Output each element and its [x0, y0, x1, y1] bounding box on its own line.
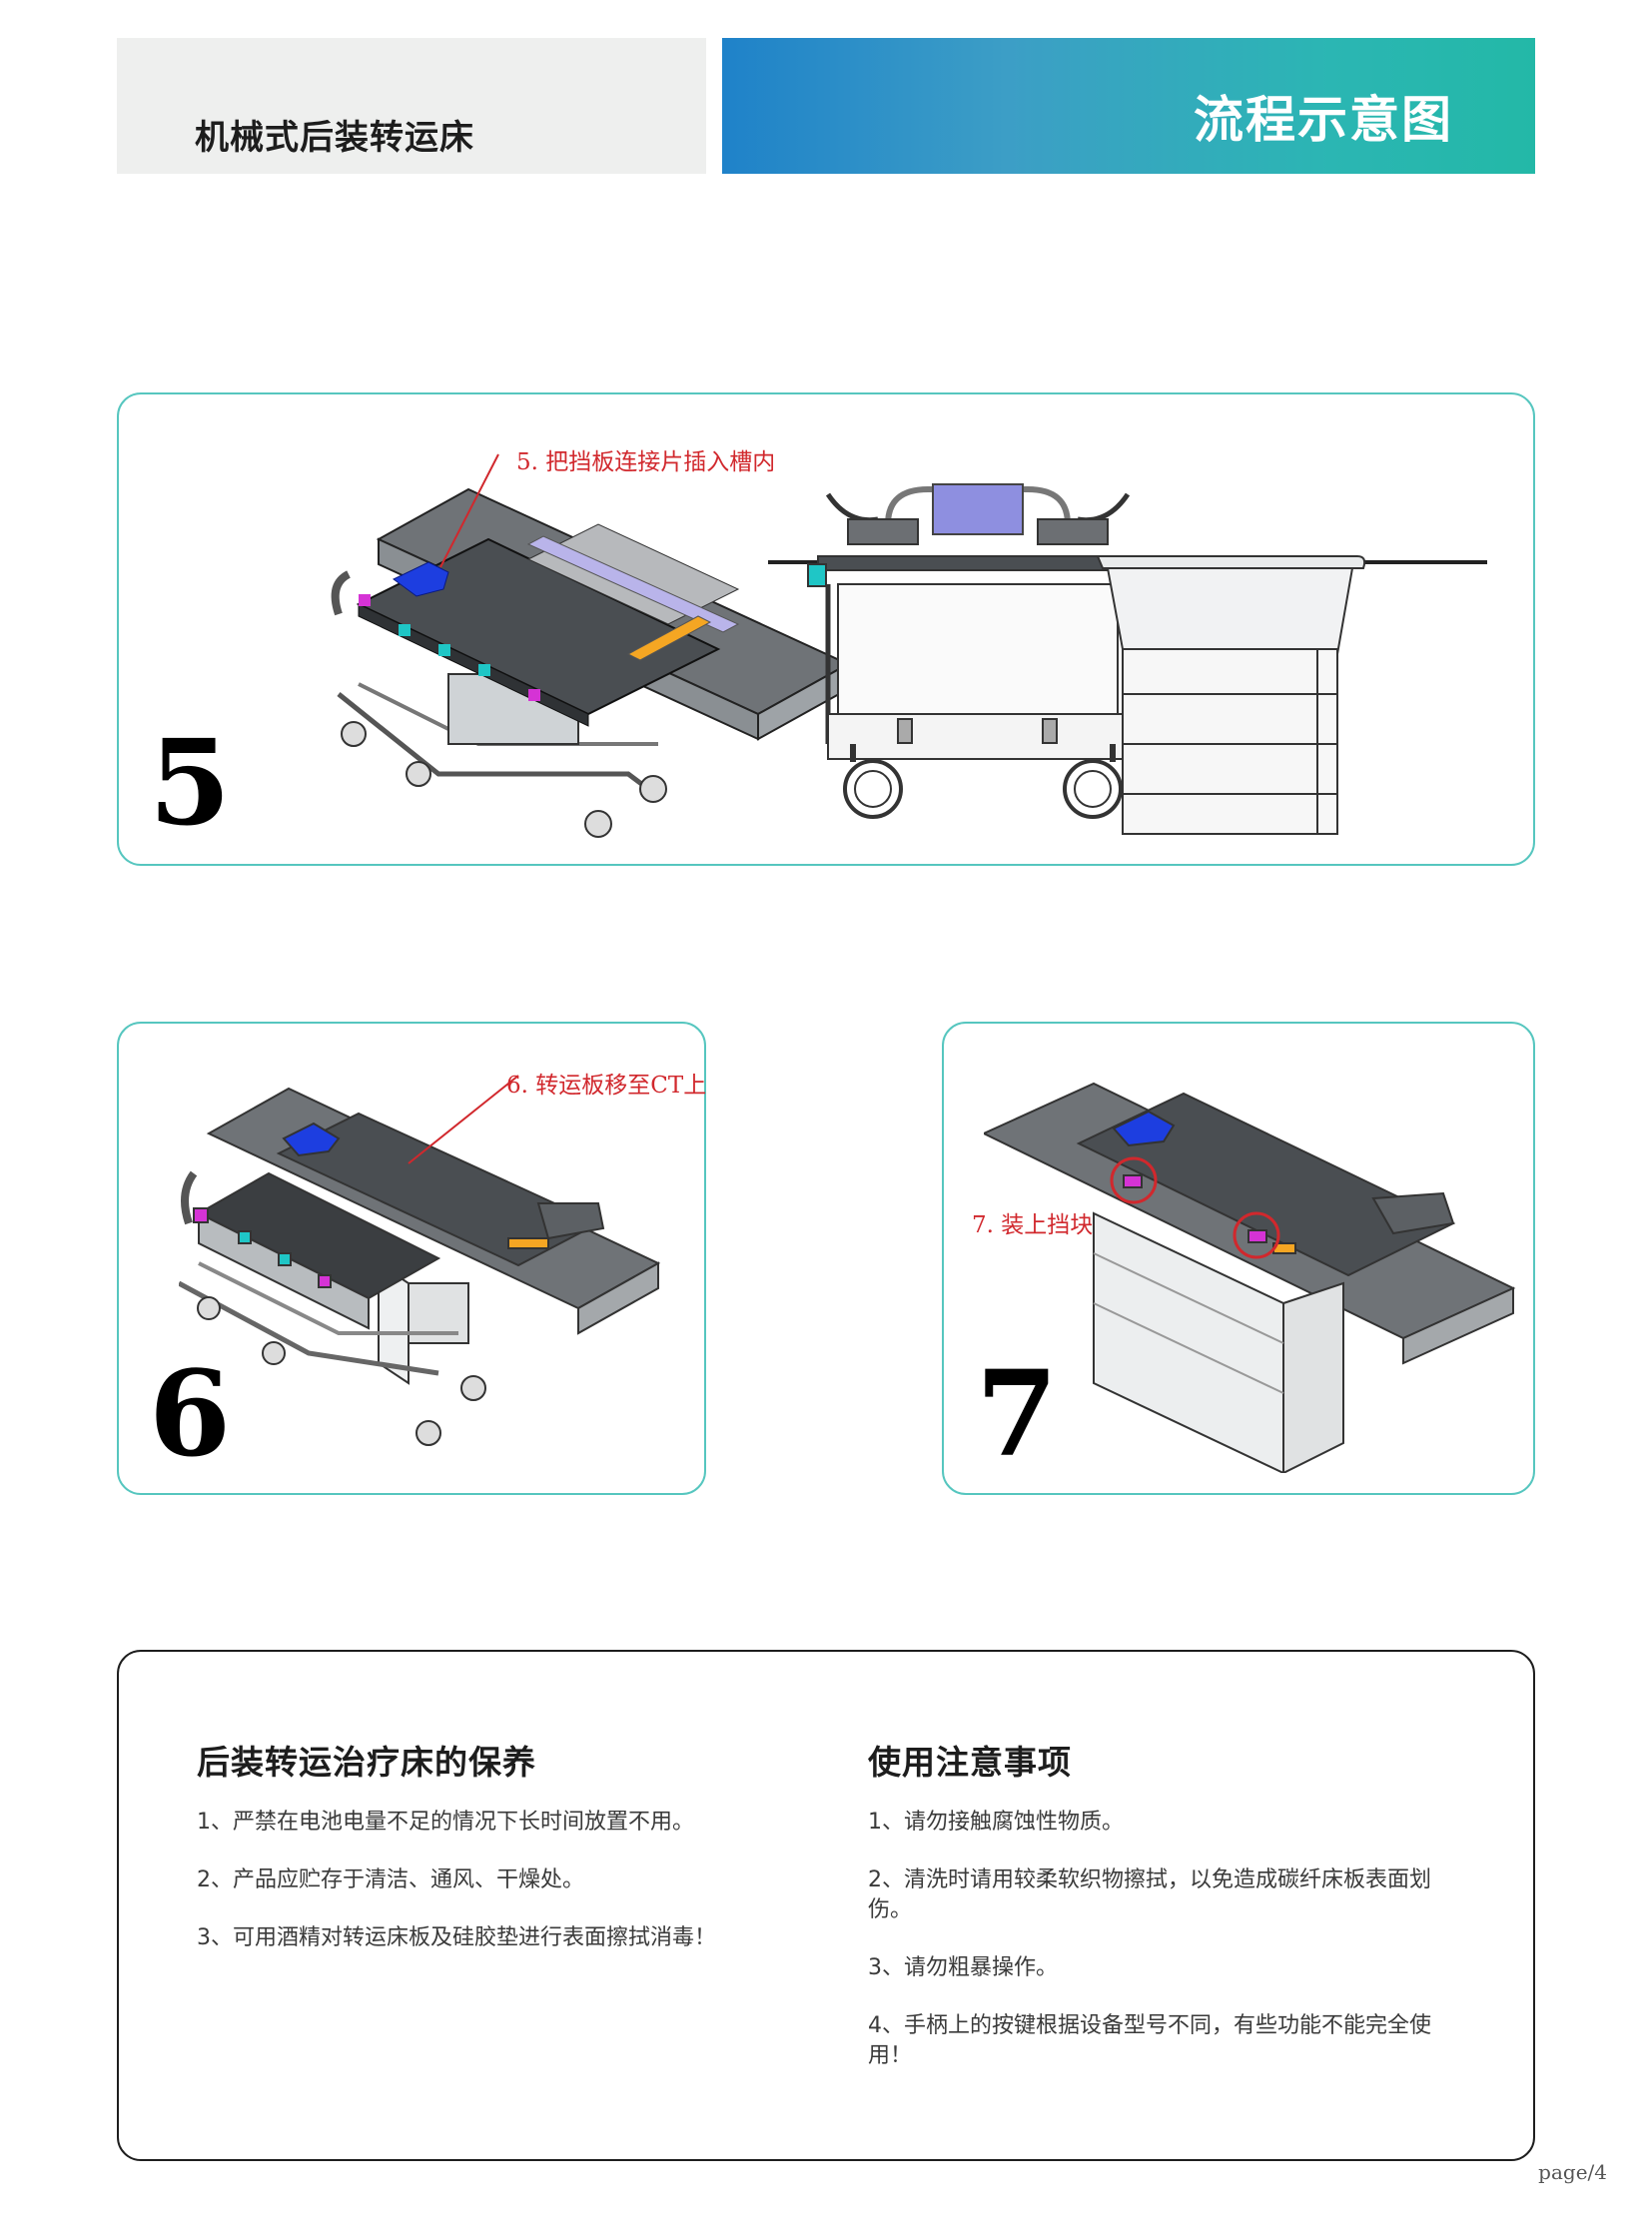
step-6-panel: 6. 转运板移至CT上 6	[117, 1022, 706, 1495]
header-section-block: 流程示意图	[722, 38, 1535, 174]
list-item: 3、可用酒精对转运床板及硅胶垫进行表面擦拭消毒！	[197, 1925, 716, 1950]
precautions-list: 1、请勿接触腐蚀性物质。 2、清洗时请用较柔软织物擦拭，以免造成碳纤床板表面划伤…	[868, 1808, 1457, 2099]
ct-couch-with-stopper-illustration	[984, 1082, 1516, 1473]
step-6-number: 6	[149, 1344, 232, 1483]
section-title: 流程示意图	[1194, 91, 1453, 149]
step-5-callout-line	[439, 453, 499, 568]
list-item: 2、清洗时请用较柔软织物擦拭，以免造成碳纤床板表面划伤。	[868, 1867, 1431, 1922]
list-item: 3、请勿粗暴操作。	[868, 1955, 1058, 1980]
step-5-callout: 5. 把挡板连接片插入槽内	[516, 449, 776, 475]
step-7-number: 7	[976, 1344, 1059, 1483]
list-item: 1、请勿接触腐蚀性物质。	[868, 1810, 1124, 1835]
list-item: 2、产品应贮存于清洁、通风、干燥处。	[197, 1867, 584, 1892]
header-product-block: 机械式后装转运床	[117, 38, 706, 174]
step-7-callout: 7. 装上挡块	[972, 1212, 1094, 1238]
transfer-bed-front-illustration	[768, 483, 1487, 835]
step-6-callout-line	[408, 1075, 519, 1164]
page-number: page/4	[1538, 2160, 1607, 2184]
step-5-panel: 5. 把挡板连接片插入槽内 5	[117, 392, 1535, 866]
step-7-panel: 7. 装上挡块 7	[942, 1022, 1535, 1495]
maintenance-list: 1、严禁在电池电量不足的情况下长时间放置不用。 2、产品应贮存于清洁、通风、干燥…	[197, 1808, 816, 1981]
step-6-callout: 6. 转运板移至CT上	[506, 1073, 707, 1099]
transfer-bed-to-ct-illustration	[179, 1087, 661, 1446]
notes-box: 后装转运治疗床的保养 1、严禁在电池电量不足的情况下长时间放置不用。 2、产品应…	[117, 1650, 1535, 2161]
step-5-number: 5	[149, 713, 232, 852]
precautions-title: 使用注意事项	[868, 1743, 1072, 1782]
transfer-bed-iso-illustration	[331, 487, 851, 838]
list-item: 1、严禁在电池电量不足的情况下长时间放置不用。	[197, 1810, 694, 1835]
product-title: 机械式后装转运床	[195, 118, 474, 158]
list-item: 4、手柄上的按键根据设备型号不同，有些功能不能完全使用！	[868, 2013, 1431, 2068]
maintenance-title: 后装转运治疗床的保养	[197, 1743, 536, 1782]
